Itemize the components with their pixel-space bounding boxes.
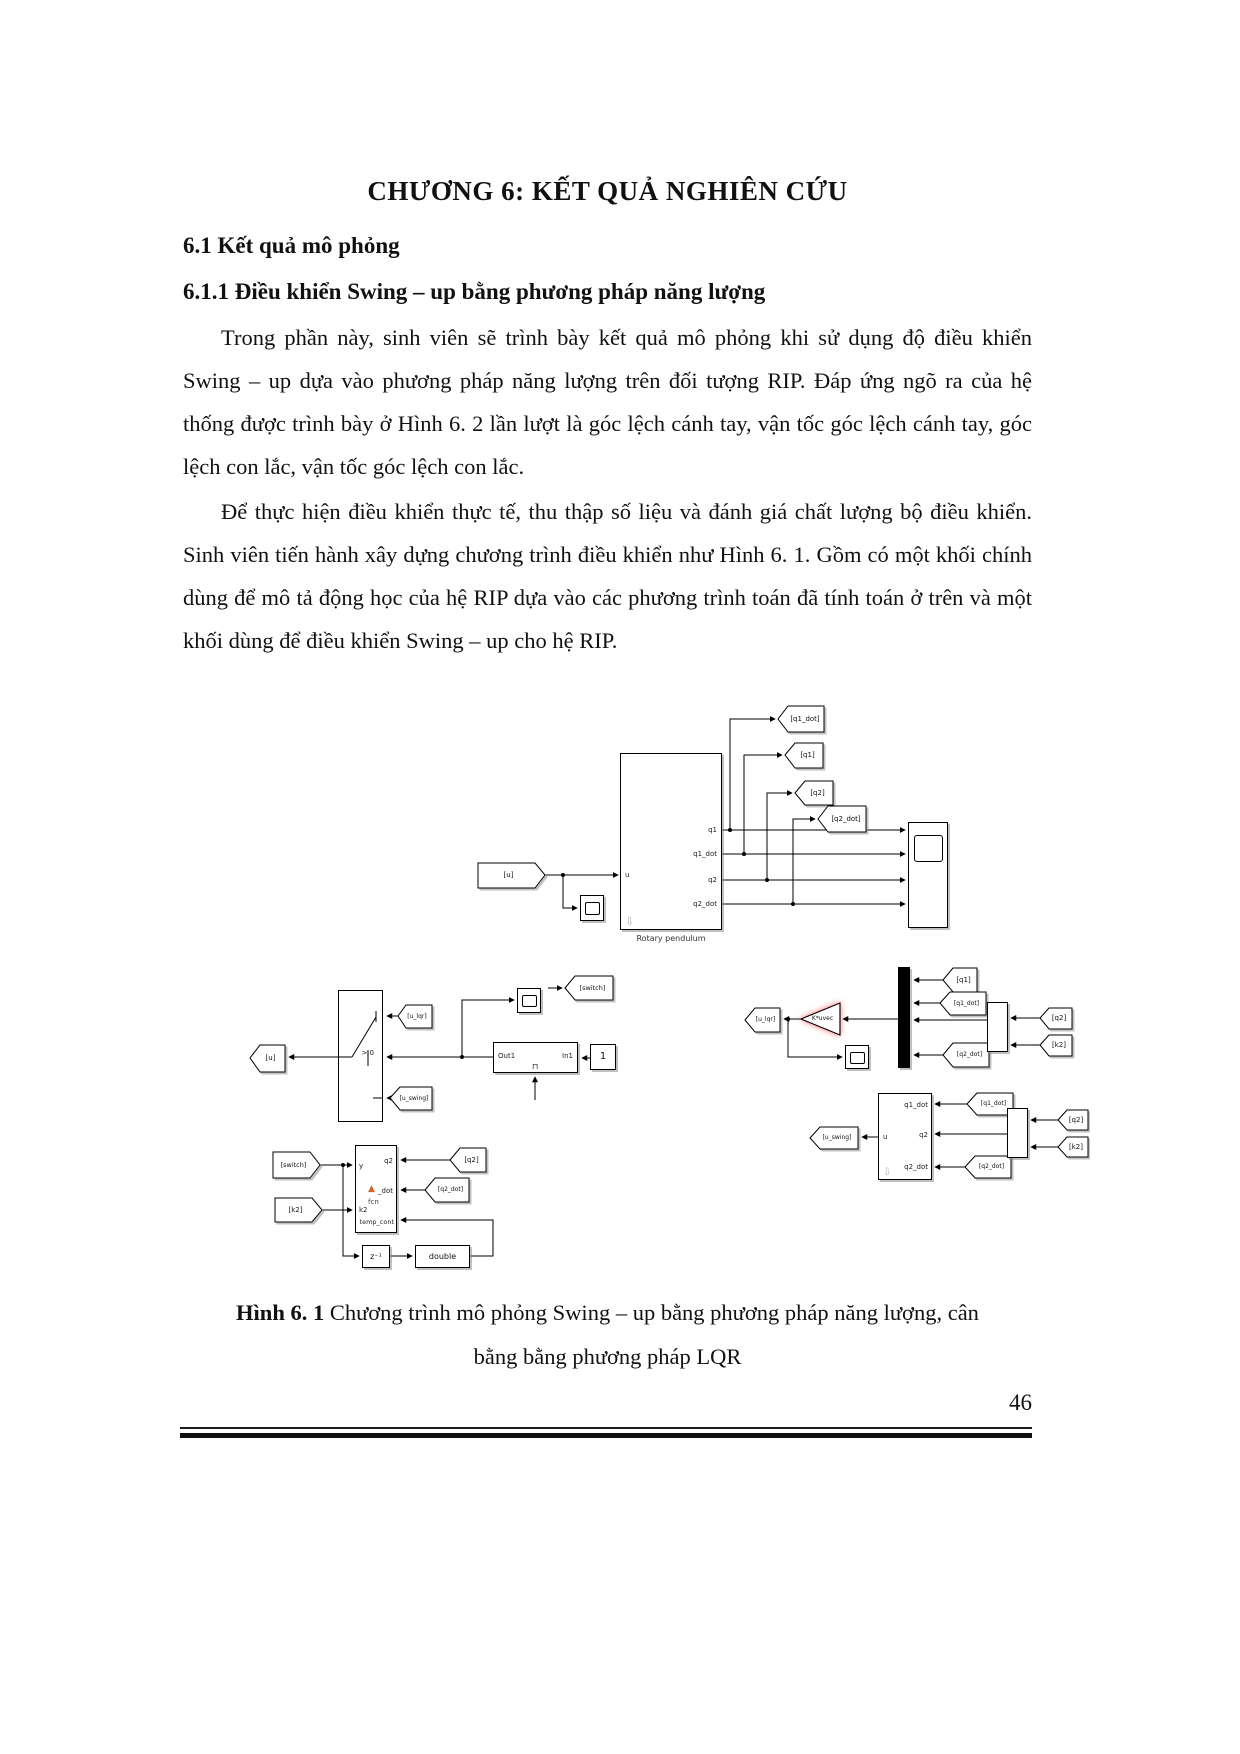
port-label: q2 — [919, 1131, 928, 1139]
port-label: q1 — [708, 826, 717, 834]
constant-block: 1 — [590, 1044, 616, 1070]
unit-delay-block: z⁻¹ — [362, 1245, 390, 1268]
port-label: temp_cont — [359, 1218, 394, 1226]
port-label: q1_dot — [904, 1101, 928, 1109]
swing-up-block: u q1_dot q2 q2_dot ⇩ — [878, 1093, 932, 1180]
out1-in1-subsystem: Out1 In1 ⊓ — [493, 1042, 578, 1073]
goto-tag-q1: [q1] — [800, 751, 815, 759]
port-label: q1_dot — [693, 850, 717, 858]
pulse-icon: ⊓ — [532, 1062, 539, 1071]
port-label: In1 — [562, 1052, 573, 1060]
from-tag-q2dot-fcn: [q2_dot] — [437, 1186, 464, 1193]
scope-screen — [585, 902, 600, 915]
port-label: Out1 — [498, 1052, 516, 1060]
from-tag-q2dot-swing: [q2_dot] — [978, 1163, 1005, 1170]
paragraph-2: Để thực hiện điều khiển thực tế, thu thậ… — [183, 499, 1032, 653]
matlab-function-block: y k2 q2 ▲ _dot fcn temp_cont — [355, 1145, 397, 1233]
port-label: y — [359, 1162, 364, 1170]
from-tag-q1-mux: [q1] — [956, 975, 971, 984]
from-tag-k2-k: [k2] — [1052, 1041, 1066, 1049]
mux2-block — [1007, 1108, 1028, 1158]
goto-tag-switch: [switch] — [579, 983, 606, 992]
figure-caption-line2: bằng bằng phương pháp LQR — [473, 1344, 742, 1369]
figure-caption-text: Chương trình mô phỏng Swing – up bằng ph… — [324, 1300, 979, 1325]
paragraph-1: Trong phần này, sinh viên sẽ trình bày k… — [183, 325, 1032, 479]
rotary-pendulum-block: u q1 q1_dot q2 q2_dot ⇩ — [620, 753, 722, 930]
from-tag-q2-k: [q2] — [1051, 1014, 1067, 1022]
port-label: u — [883, 1133, 888, 1141]
goto-tag-q2: [q2] — [810, 788, 825, 797]
mux-block — [898, 967, 910, 1068]
port-label: k2 — [359, 1206, 368, 1214]
footer-rule — [180, 1427, 1032, 1438]
gain-label: K*uvec — [811, 1015, 834, 1022]
from-tag-u: [u] — [503, 871, 514, 879]
k2-subsystem-block — [987, 1002, 1008, 1052]
from-tag-q2-fcn: [q2] — [464, 1155, 479, 1164]
section-heading: 6.1 Kết quả mô phỏng — [183, 233, 400, 258]
from-tag-u-lqr: [u_lqr] — [407, 1012, 427, 1020]
from-tag-q2dot-mux: [q2_dot] — [956, 1051, 983, 1058]
scope-screen — [914, 835, 943, 862]
gain-block — [799, 1002, 841, 1036]
subsection-heading: 6.1.1 Điều khiển Swing – up bằng phương … — [183, 279, 766, 304]
page-number: 46 — [1009, 1390, 1032, 1415]
from-tag-q1dot-mux: [q1_dot] — [953, 999, 980, 1007]
goto-tag-u: [u] — [265, 1054, 276, 1062]
scope-small-3 — [845, 1045, 869, 1069]
port-label: q2_dot — [904, 1163, 928, 1171]
port-label: u — [625, 871, 630, 879]
double-conversion-block: double — [415, 1245, 470, 1268]
from-tag-q1dot-swing: [q1_dot] — [980, 1100, 1007, 1107]
figure-caption-label: Hình 6. 1 — [236, 1300, 325, 1325]
fcn-label: fcn — [368, 1198, 379, 1206]
goto-tag-q2dot: [q2_dot] — [831, 814, 861, 823]
from-tag-k2-mux2: [k2] — [1069, 1142, 1083, 1151]
goto-tag-u-lqr: [u_lqr] — [755, 1016, 776, 1023]
port-label: q2 — [384, 1157, 393, 1165]
scope-small-2 — [517, 988, 541, 1013]
port-label: _dot — [378, 1187, 393, 1195]
chapter-title: CHƯƠNG 6: KẾT QUẢ NGHIÊN CỨU — [367, 176, 848, 206]
port-label: q2 — [708, 876, 717, 884]
from-tag-u-swing: [u_swing] — [399, 1094, 429, 1102]
scope-block — [908, 822, 948, 928]
simulink-figure: u q1 q1_dot q2 q2_dot ⇩ Rotary pendulum … — [230, 700, 1090, 1300]
diagram-wiring — [249, 705, 1089, 1259]
from-tag-k2: [k2] — [288, 1205, 303, 1214]
scope-screen — [850, 1052, 865, 1064]
subsystem-arrow-icon: ⇩ — [625, 915, 635, 928]
figure-caption-line1: Hình 6. 1 Chương trình mô phỏng Swing – … — [183, 1300, 1032, 1326]
switch-condition-label: > 0 — [361, 1049, 374, 1057]
goto-tag-q1dot: [q1_dot] — [790, 714, 820, 723]
goto-tag-u-swing: [u_swing] — [822, 1134, 852, 1141]
port-label: q2_dot — [693, 900, 717, 908]
subsystem-arrow-icon: ⇩ — [883, 1167, 892, 1178]
scope-screen — [522, 995, 537, 1007]
from-tag-q2-mux2: [q2] — [1068, 1115, 1084, 1124]
from-tag-switch: [switch] — [280, 1160, 307, 1169]
rotary-pendulum-label: Rotary pendulum — [636, 934, 706, 943]
switch-block: > 0 — [338, 990, 383, 1122]
matlab-logo-icon: ▲ — [368, 1184, 375, 1194]
scope-small-1 — [580, 895, 604, 921]
